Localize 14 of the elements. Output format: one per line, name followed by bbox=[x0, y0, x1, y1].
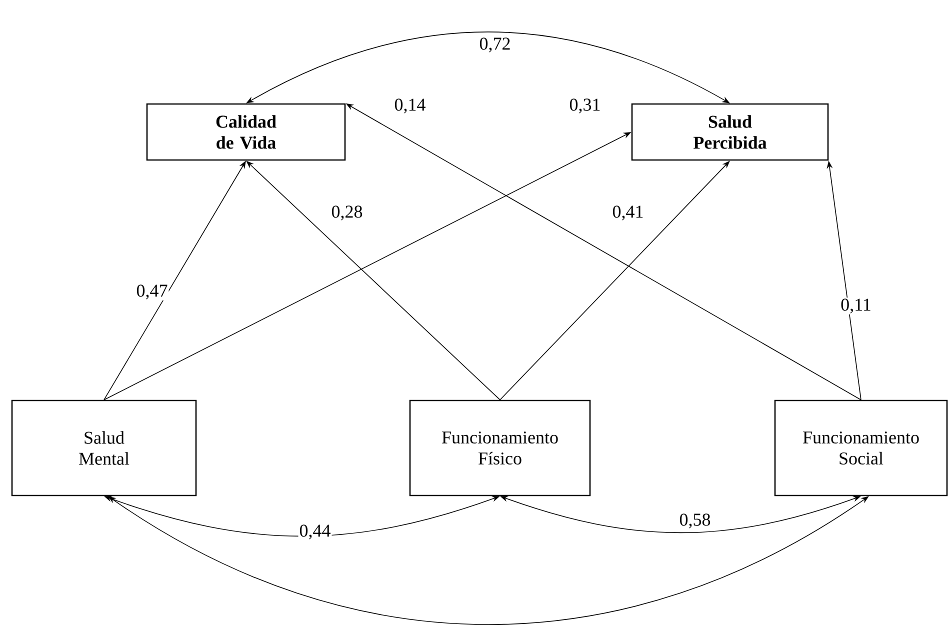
factor-box: Salud Mental bbox=[11, 400, 197, 496]
edge-label: 0,44 bbox=[298, 524, 332, 540]
edge-label: 0,31 bbox=[568, 98, 602, 114]
edge-label: 0,41 bbox=[611, 204, 645, 222]
construct-box: Salud Percibida bbox=[631, 103, 829, 161]
edge-label: 0,14 bbox=[393, 98, 427, 114]
edge-label: 0,47 bbox=[135, 284, 169, 300]
construct-box: Calidad de Vida bbox=[146, 103, 346, 161]
edge-label: 0,72 bbox=[478, 36, 512, 54]
edge-label: 0,28 bbox=[330, 204, 364, 222]
factor-box: Funcionamiento Social bbox=[774, 400, 948, 496]
factor-box: Funcionamiento Físico bbox=[409, 400, 591, 496]
edge-label: 0,11 bbox=[840, 298, 872, 314]
edge-label: 0,58 bbox=[678, 512, 712, 530]
